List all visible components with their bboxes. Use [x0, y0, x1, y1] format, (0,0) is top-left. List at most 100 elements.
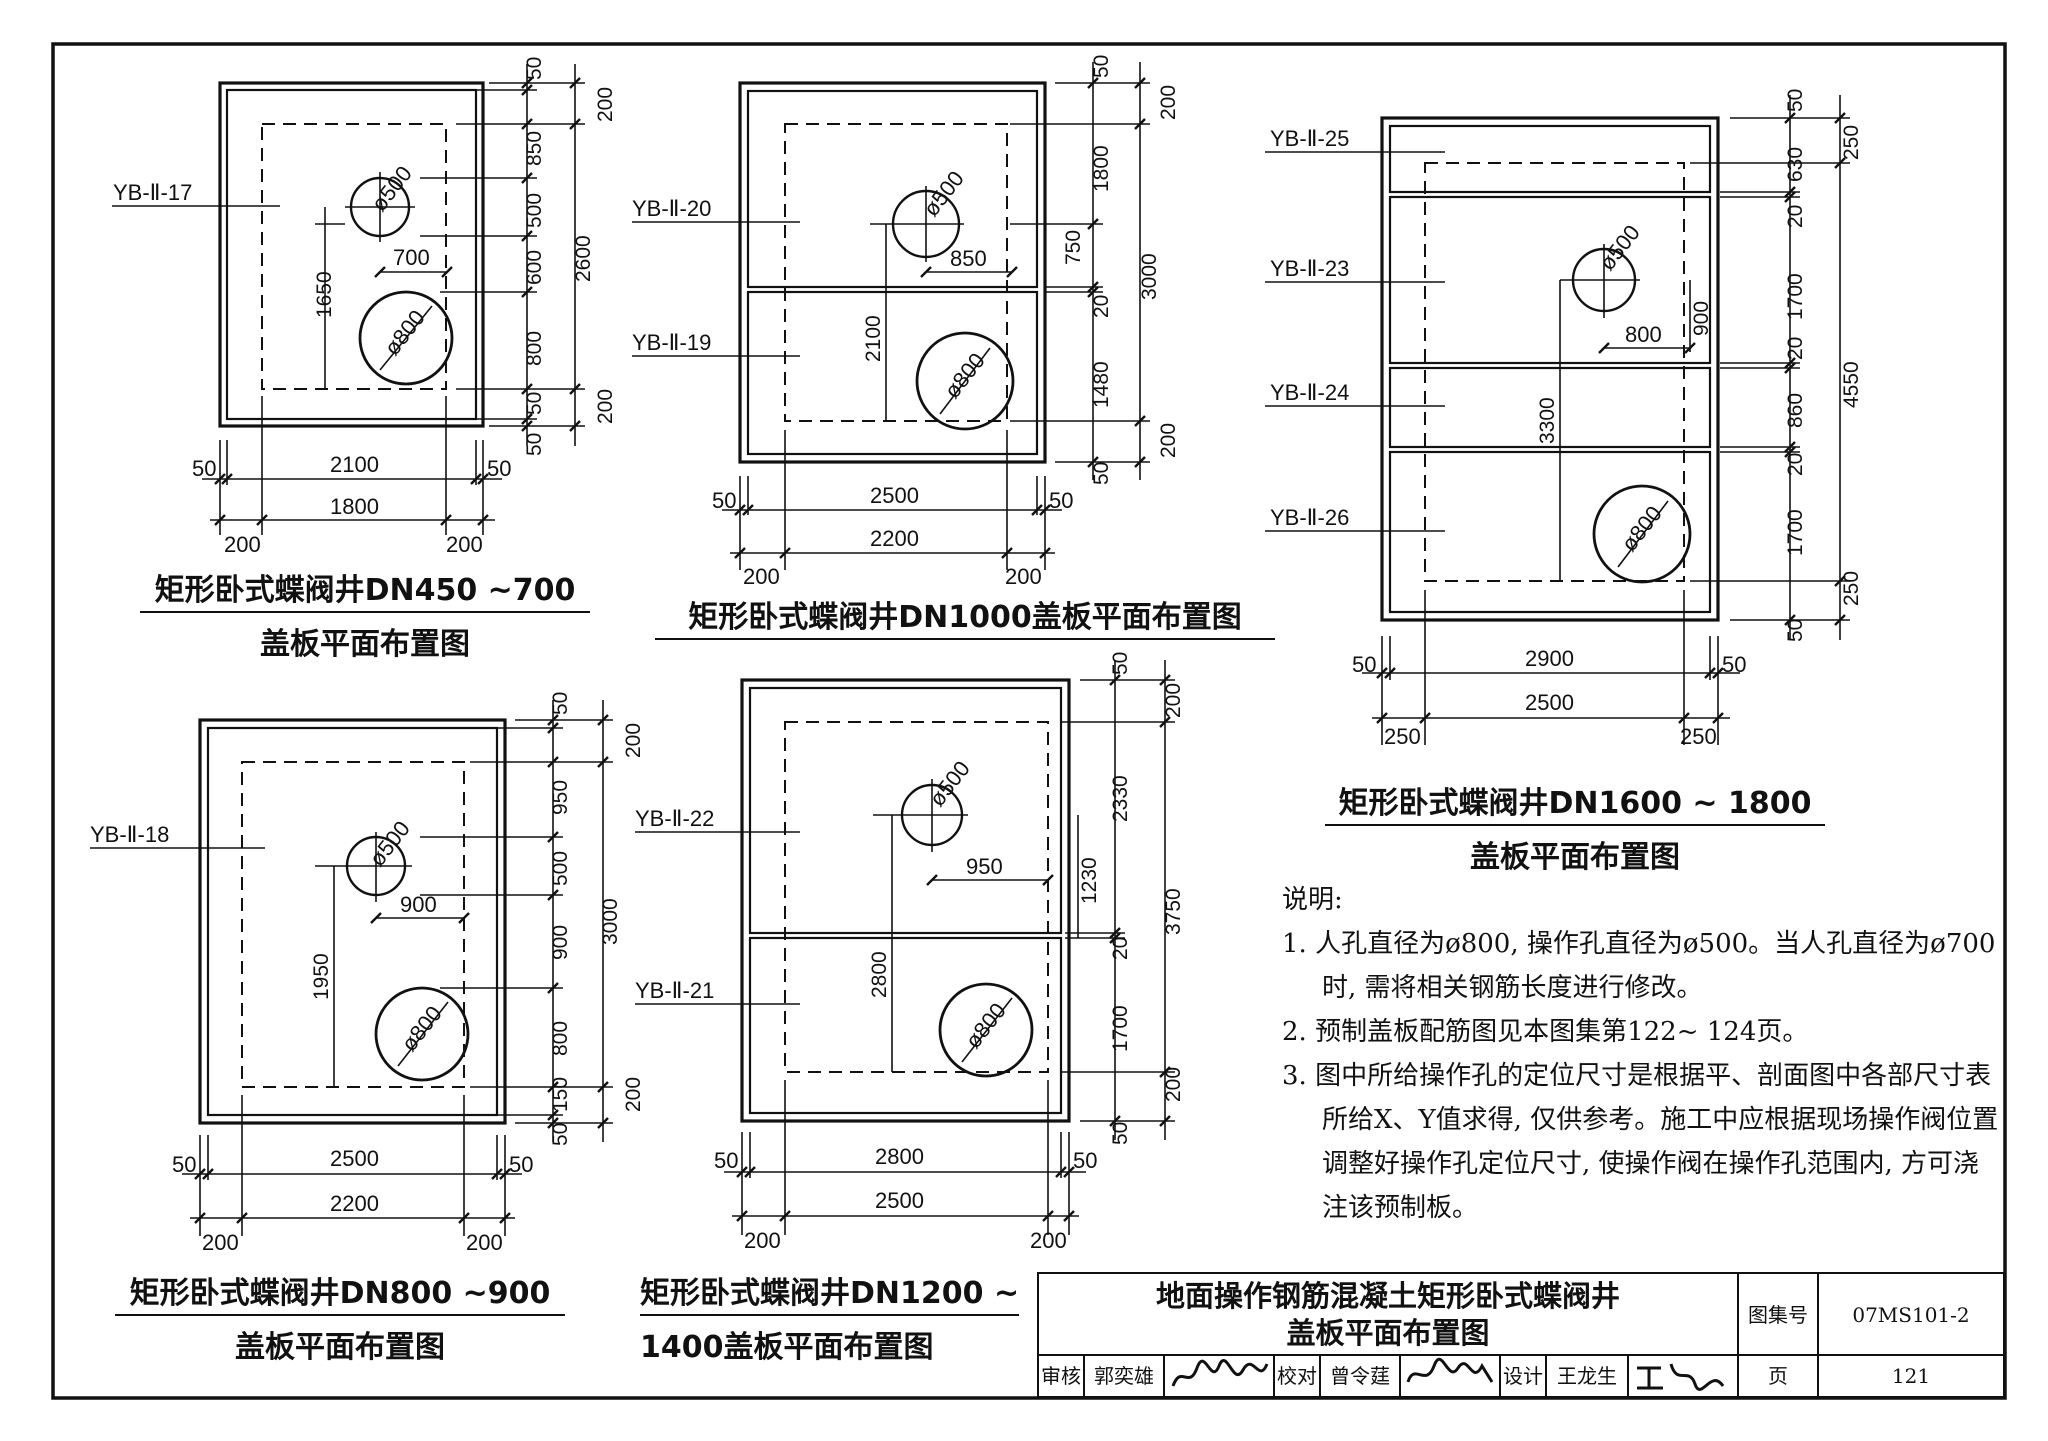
- atlas-number: 07MS101-2: [1819, 1274, 2003, 1356]
- svg-text:50: 50: [523, 57, 546, 80]
- offset-vertical: 2100: [862, 315, 885, 362]
- svg-text:50: 50: [714, 1148, 738, 1173]
- svg-text:200: 200: [466, 1230, 503, 1255]
- svg-text:750: 750: [1062, 230, 1085, 265]
- svg-text:250: 250: [1840, 571, 1863, 606]
- note-3-cont-3: 注该预制板。: [1322, 1193, 1479, 1223]
- caption-dn1000: 矩形卧式蝶阀井DN1000盖板平面布置图: [655, 592, 1275, 640]
- offset-horizontal: 850: [950, 246, 987, 271]
- drawing-title: 地面操作钢筋混凝土矩形卧式蝶阀井 盖板平面布置图: [1039, 1274, 1739, 1356]
- svg-text:50: 50: [549, 1123, 572, 1146]
- caption-dn1600-1800: 矩形卧式蝶阀井DN1600 ~ 1800 盖板平面布置图: [1325, 778, 1825, 876]
- svg-text:50: 50: [1109, 652, 1132, 675]
- plate-label: YB-Ⅱ-17: [113, 180, 192, 205]
- svg-text:600: 600: [523, 250, 546, 285]
- svg-text:1700: 1700: [1784, 273, 1807, 320]
- caption-dn800-900: 矩形卧式蝶阀井DN800 ~900 盖板平面布置图: [115, 1268, 565, 1366]
- svg-text:20: 20: [1784, 337, 1807, 360]
- svg-text:1800: 1800: [330, 494, 379, 519]
- offset-vertical: 1650: [313, 271, 336, 318]
- svg-text:500: 500: [549, 851, 572, 886]
- svg-text:200: 200: [1030, 1228, 1067, 1253]
- svg-text:50: 50: [1049, 488, 1073, 513]
- svg-text:200: 200: [594, 389, 617, 424]
- svg-text:1800: 1800: [1090, 145, 1113, 192]
- svg-text:2200: 2200: [870, 526, 919, 551]
- offset-vertical-2: 1230: [1078, 857, 1101, 904]
- well-opening-outline: [1424, 162, 1685, 582]
- caption-dn450-700: 矩形卧式蝶阀井DN450 ~700 盖板平面布置图: [140, 565, 590, 663]
- page-number: 121: [1891, 1364, 1931, 1388]
- panel-dn1600-1800: ø500 ø800 800 3300 900 YB-Ⅱ-25 YB-Ⅱ-23 Y…: [1265, 89, 1863, 749]
- hole-large-label: ø800: [960, 998, 1011, 1053]
- offset-horizontal: 950: [966, 854, 1003, 879]
- reviewer-name: 郭奕雄: [1085, 1356, 1165, 1396]
- hole-small-label: ø500: [364, 816, 415, 871]
- panel-dn800-900: ø500 ø800 900 1950 YB-Ⅱ-18 50 950 500 90…: [90, 692, 645, 1255]
- svg-text:850: 850: [523, 131, 546, 166]
- atlas-label: 图集号: [1739, 1274, 1819, 1356]
- cover-plate-outline: [1380, 116, 1720, 622]
- note-2: 2. 预制盖板配筋图见本图集第122~ 124页。: [1282, 1017, 1809, 1047]
- svg-text:3750: 3750: [1162, 888, 1185, 935]
- svg-text:250: 250: [1840, 125, 1863, 160]
- svg-text:200: 200: [1162, 683, 1185, 718]
- svg-text:2200: 2200: [330, 1191, 379, 1216]
- svg-text:50: 50: [523, 433, 546, 456]
- svg-text:2900: 2900: [1525, 646, 1574, 671]
- manhole: [374, 986, 470, 1082]
- svg-text:200: 200: [622, 1077, 645, 1112]
- svg-text:860: 860: [1784, 393, 1807, 428]
- svg-text:800: 800: [523, 331, 546, 366]
- svg-text:950: 950: [549, 780, 572, 815]
- offset-vertical: 2800: [868, 951, 891, 998]
- svg-text:200: 200: [1162, 1067, 1185, 1102]
- plate-label: YB-Ⅱ-21: [635, 978, 714, 1003]
- svg-text:200: 200: [1157, 423, 1180, 458]
- offset-horizontal: 800: [1625, 322, 1662, 347]
- cover-plate-outline: [218, 81, 485, 428]
- svg-text:2500: 2500: [875, 1188, 924, 1213]
- manhole: [1592, 484, 1692, 584]
- svg-text:3000: 3000: [599, 898, 622, 945]
- plate-label: YB-Ⅱ-18: [90, 822, 169, 847]
- checker-signature: [1401, 1356, 1501, 1396]
- svg-text:200: 200: [1005, 564, 1042, 589]
- design-notes: 说明: 1. 人孔直径为ø800, 操作孔直径为ø500。当人孔直径为ø700 …: [1282, 878, 1999, 1230]
- plate-label: YB-Ⅱ-26: [1270, 505, 1349, 530]
- svg-text:50: 50: [192, 456, 216, 481]
- svg-text:2500: 2500: [870, 483, 919, 508]
- svg-text:250: 250: [1384, 724, 1421, 749]
- panel-dn1200-1400: ø500 ø800 950 2800 1230 YB-Ⅱ-22 YB-Ⅱ-21 …: [635, 652, 1185, 1253]
- offset-vertical: 1950: [310, 953, 333, 1000]
- svg-text:630: 630: [1784, 147, 1807, 182]
- cover-plate-outline: [738, 81, 1047, 464]
- svg-text:3000: 3000: [1138, 253, 1161, 300]
- note-3-cont-1: 所给X、Y值求得, 仅供参考。施工中应根据现场操作阀位置: [1322, 1105, 1999, 1135]
- svg-text:250: 250: [1680, 724, 1717, 749]
- svg-text:2500: 2500: [330, 1146, 379, 1171]
- svg-text:200: 200: [594, 87, 617, 122]
- manhole: [915, 331, 1015, 431]
- plate-label: YB-Ⅱ-20: [632, 196, 711, 221]
- svg-text:50: 50: [1073, 1148, 1097, 1173]
- note-1-cont: 时, 需将相关钢筋长度进行修改。: [1322, 973, 1703, 1003]
- sheet-border: [51, 42, 2007, 1400]
- offset-horizontal: 700: [393, 245, 430, 270]
- check-label: 校对: [1275, 1356, 1321, 1396]
- svg-text:50: 50: [1352, 652, 1376, 677]
- offset-horizontal: 900: [400, 892, 437, 917]
- offset-vertical: 3300: [1536, 397, 1559, 444]
- review-label: 审核: [1039, 1356, 1085, 1396]
- svg-text:50: 50: [509, 1152, 533, 1177]
- svg-text:2600: 2600: [572, 235, 595, 282]
- page-label: 页: [1739, 1356, 1819, 1396]
- design-label: 设计: [1501, 1356, 1547, 1396]
- svg-text:200: 200: [202, 1230, 239, 1255]
- cover-plate-outline: [198, 718, 507, 1125]
- svg-text:200: 200: [1157, 85, 1180, 120]
- svg-text:20: 20: [1090, 295, 1113, 318]
- svg-text:2500: 2500: [1525, 690, 1574, 715]
- cover-plate-outline: [740, 678, 1071, 1123]
- svg-text:50: 50: [1722, 652, 1746, 677]
